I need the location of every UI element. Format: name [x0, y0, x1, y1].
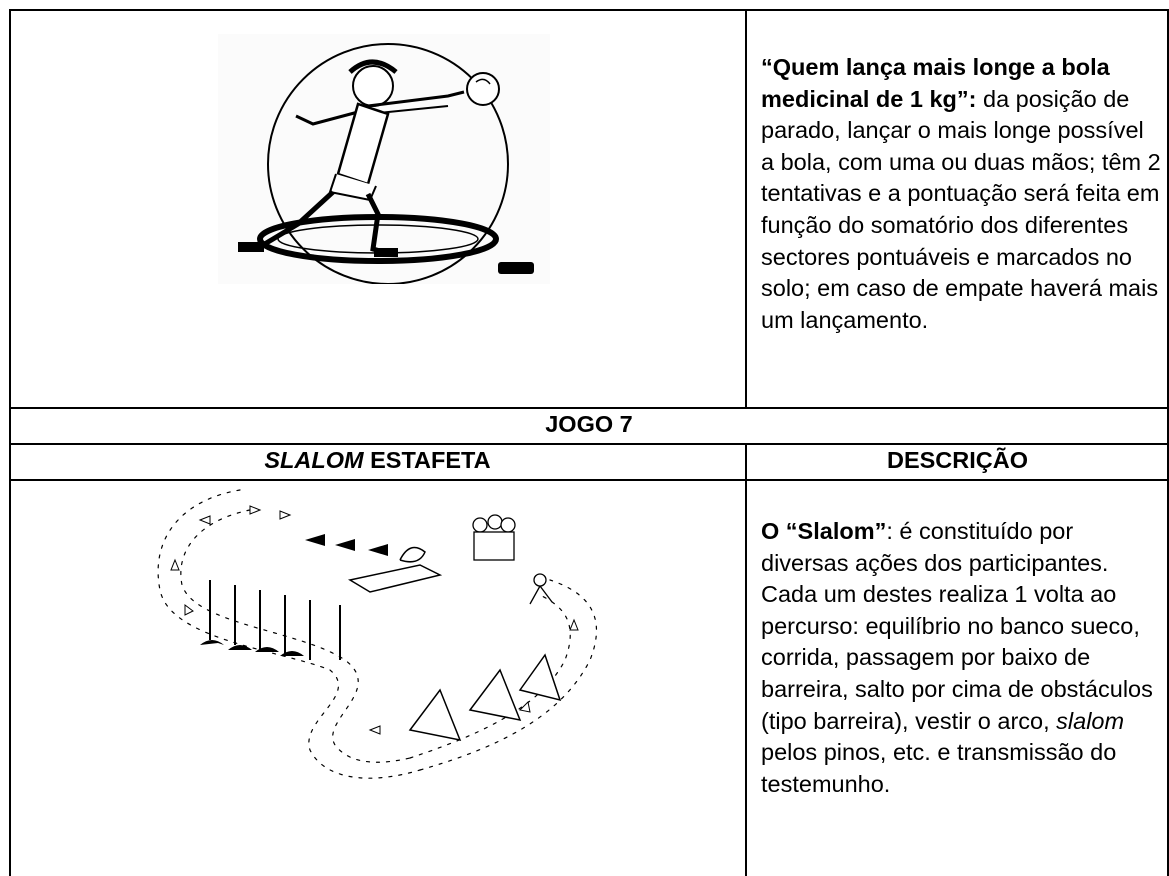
row-divider-1: [9, 407, 1169, 409]
relay-label: ESTAFETA: [363, 447, 491, 473]
column-divider-bottom: [745, 444, 747, 876]
game7-desc-italic: slalom: [1056, 707, 1125, 734]
row-divider-2: [9, 443, 1169, 445]
row-divider-3: [9, 479, 1169, 481]
description-header: DESCRIÇÃO: [886, 447, 1028, 473]
game6-description-text: da posição de parado, lançar o mais long…: [761, 85, 1161, 333]
game7-description: O “Slalom”: é constituído por diversas a…: [761, 516, 1166, 800]
slalom-course-illustration: [140, 480, 620, 800]
column-divider-top: [745, 9, 747, 408]
game6-description: “Quem lança mais longe a bola medicinal …: [761, 52, 1161, 336]
game7-desc-part2: pelos pinos, etc. e transmissão do teste…: [761, 739, 1117, 797]
slalom-relay-header: SLALOM ESTAFETA: [9, 445, 746, 475]
table-border-left: [9, 9, 11, 876]
game7-desc-part1: : é constituído por diversas ações dos p…: [761, 518, 1153, 734]
watermark-logo: [498, 262, 534, 274]
slalom-italic: SLALOM: [264, 447, 364, 473]
table-border-top: [9, 9, 1169, 11]
table-border-right: [1167, 9, 1169, 876]
games-table: [9, 9, 1169, 876]
medicine-ball-throw-illustration: [218, 34, 550, 285]
game6-title: “Quem lança mais longe a bola medicinal …: [761, 54, 1110, 112]
game7-desc-title: O “Slalom”: [761, 518, 887, 544]
game7-heading: JOGO 7: [545, 411, 633, 437]
